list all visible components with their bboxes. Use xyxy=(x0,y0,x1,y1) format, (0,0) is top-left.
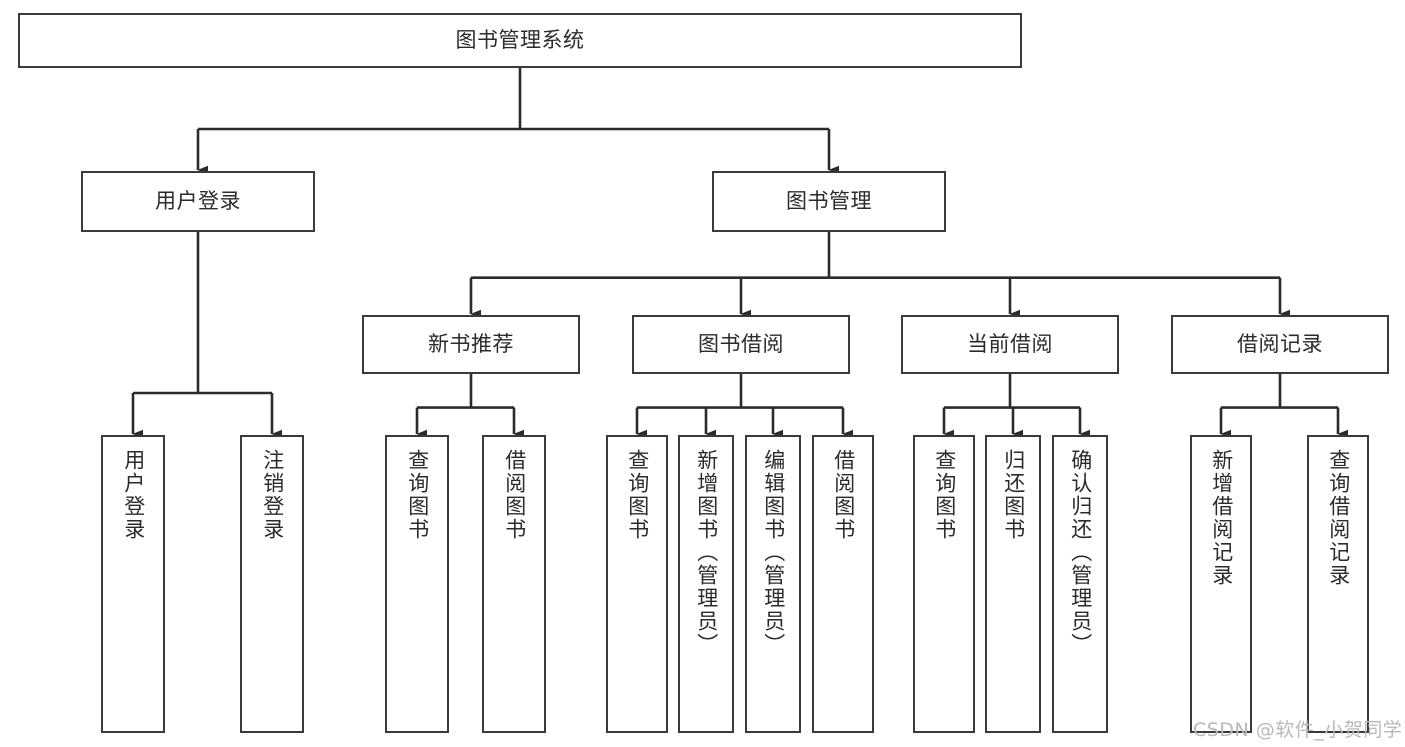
node-leaf-query-book-bor[interactable]: 查询图书 xyxy=(606,435,668,733)
node-label: 借阅图书 xyxy=(502,449,527,541)
node-label: 编辑图书（管理员） xyxy=(761,449,786,656)
node-leaf-return-book[interactable]: 归还图书 xyxy=(985,435,1041,733)
node-book-borrow[interactable]: 图书借阅 xyxy=(632,315,850,374)
node-label: 注销登录 xyxy=(260,449,285,541)
node-leaf-query-book-cur[interactable]: 查询图书 xyxy=(913,435,975,733)
node-new-book-rec[interactable]: 新书推荐 xyxy=(362,315,580,374)
node-leaf-confirm-return[interactable]: 确认归还（管理员） xyxy=(1052,435,1108,733)
node-label: 查询图书 xyxy=(405,449,430,541)
node-label: 用户登录 xyxy=(155,189,241,214)
node-leaf-query-book-rec[interactable]: 查询图书 xyxy=(385,435,449,733)
node-label: 新增借阅记录 xyxy=(1209,449,1234,587)
node-label: 查询图书 xyxy=(625,449,650,541)
node-leaf-add-record[interactable]: 新增借阅记录 xyxy=(1190,435,1252,733)
node-label: 新书推荐 xyxy=(428,332,514,357)
node-label: 归还图书 xyxy=(1001,449,1026,541)
node-leaf-user-login[interactable]: 用户登录 xyxy=(101,435,165,733)
watermark-csdn: CSDN @软件_小贺同学 xyxy=(1193,719,1403,741)
node-leaf-query-record[interactable]: 查询借阅记录 xyxy=(1307,435,1369,733)
node-label: 用户登录 xyxy=(121,449,146,541)
node-leaf-borrow-book-rec[interactable]: 借阅图书 xyxy=(482,435,546,733)
node-label: 图书管理 xyxy=(786,189,872,214)
node-root[interactable]: 图书管理系统 xyxy=(18,13,1022,68)
node-label: 借阅记录 xyxy=(1237,332,1323,357)
node-label: 确认归还（管理员） xyxy=(1068,449,1093,656)
node-current-borrow[interactable]: 当前借阅 xyxy=(901,315,1119,374)
node-leaf-add-book[interactable]: 新增图书（管理员） xyxy=(678,435,734,733)
node-label: 图书借阅 xyxy=(698,332,784,357)
node-label: 当前借阅 xyxy=(967,332,1053,357)
node-label: 借阅图书 xyxy=(831,449,856,541)
node-book-manage[interactable]: 图书管理 xyxy=(712,171,946,232)
node-leaf-user-logout[interactable]: 注销登录 xyxy=(240,435,304,733)
node-label: 新增图书（管理员） xyxy=(694,449,719,656)
node-label: 查询图书 xyxy=(932,449,957,541)
node-label: 图书管理系统 xyxy=(455,28,585,53)
node-borrow-record[interactable]: 借阅记录 xyxy=(1171,315,1389,374)
node-leaf-edit-book[interactable]: 编辑图书（管理员） xyxy=(745,435,801,733)
node-user-login[interactable]: 用户登录 xyxy=(81,171,315,232)
node-label: 查询借阅记录 xyxy=(1326,449,1351,587)
node-leaf-borrow-book-bor[interactable]: 借阅图书 xyxy=(812,435,874,733)
